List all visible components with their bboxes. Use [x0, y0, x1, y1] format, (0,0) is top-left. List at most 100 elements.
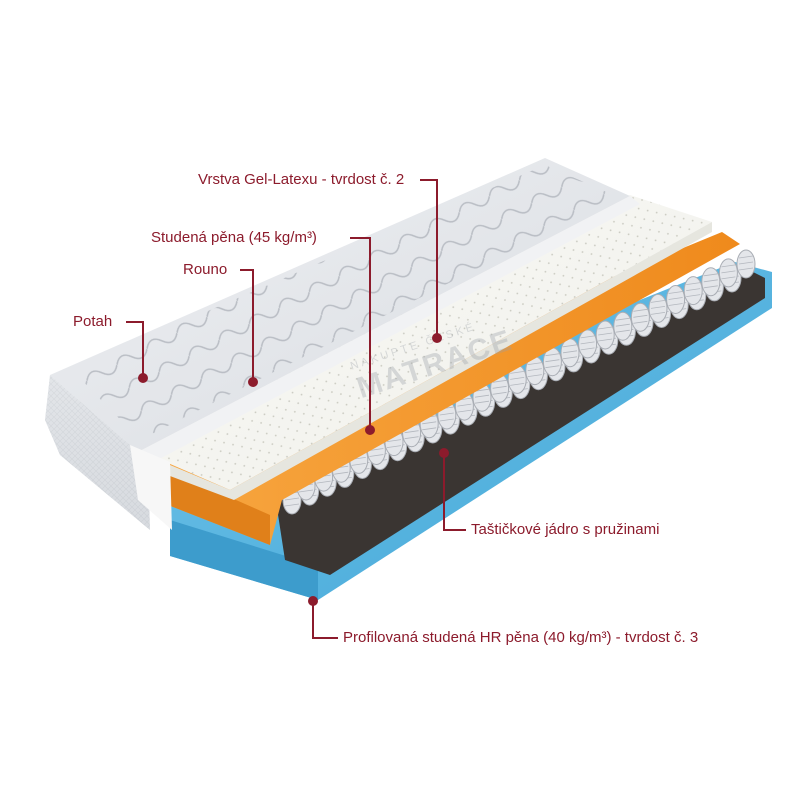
spring-coil [615, 317, 630, 321]
spring-coil [527, 374, 542, 377]
label-fleece: Rouno [183, 261, 228, 278]
spring-coil [457, 409, 472, 413]
spring-coil [510, 371, 525, 374]
spring-coil [615, 329, 630, 333]
spring-coil [598, 332, 613, 336]
cold-foam-front [168, 470, 270, 545]
pocket-springs [282, 249, 756, 515]
spring-coil [703, 279, 718, 283]
pocket-spring [595, 320, 615, 350]
spring-coil [510, 383, 525, 386]
spring-coil [545, 353, 560, 357]
spring-coil [562, 356, 578, 360]
spring-coil [527, 362, 542, 365]
dot-fleece [248, 377, 258, 387]
spring-coil [316, 480, 331, 484]
spring-coil [580, 335, 595, 339]
leader-cold-foam [350, 237, 371, 430]
spring-coil [668, 297, 683, 300]
dot-pocket-core [439, 448, 449, 458]
label-gel-latex: Vrstva Gel-Latexu - tvrdost č. 2 [198, 171, 405, 188]
callout-dots [138, 333, 449, 606]
spring-coil [721, 276, 736, 280]
spring-coil [703, 285, 718, 289]
leader-pocket-core [443, 453, 466, 531]
spring-coil [351, 463, 366, 466]
spring-coil [633, 320, 648, 324]
leader-hr-foam [312, 601, 338, 639]
spring-coil [580, 341, 595, 345]
spring-coil [633, 314, 648, 318]
leader-gel-latex [420, 179, 438, 338]
label-hr-foam: Profilovaná studená HR pěna (40 kg/m³) -… [343, 629, 699, 646]
spring-coil [369, 448, 384, 451]
pocket-spring [578, 329, 598, 359]
pocket-spring [613, 311, 633, 341]
spring-coil [545, 359, 560, 363]
spring-coil [422, 427, 437, 431]
spring-coil [527, 368, 542, 371]
dot-cover [138, 373, 148, 383]
spring-coil [738, 261, 754, 265]
spring-coil [457, 403, 472, 407]
pocket-spring [718, 258, 738, 288]
gel-latex-pores [138, 195, 712, 490]
spring-coil [650, 300, 666, 303]
spring-coil [650, 312, 666, 315]
spring-coil [562, 350, 578, 354]
spring-coil [686, 282, 701, 285]
spring-coil [369, 454, 384, 457]
pocket-spring [701, 267, 721, 297]
pocket-spring [666, 285, 686, 314]
leader-fleece [240, 269, 254, 382]
spring-coil [492, 385, 507, 389]
spring-coil [404, 436, 419, 440]
spring-coil [668, 303, 683, 306]
pocket-spring [683, 276, 703, 306]
spring-coil [386, 445, 402, 448]
hr-foam-front [170, 520, 318, 600]
fleece-band [130, 445, 172, 530]
spring-coil [334, 471, 349, 475]
pocket-core-fabric [275, 268, 765, 575]
spring-coil [668, 291, 683, 294]
spring-coil [492, 391, 507, 395]
spring-coil [439, 412, 454, 416]
spring-coil [686, 288, 701, 291]
spring-coil [439, 418, 454, 422]
pocket-spring [648, 293, 668, 323]
spring-coil [545, 365, 560, 369]
spring-coil [721, 270, 736, 274]
spring-coil [650, 306, 666, 309]
spring-coil [721, 264, 736, 268]
spring-coil [686, 294, 701, 297]
spring-coil [284, 503, 300, 507]
spring-coil [298, 489, 314, 493]
cover-quilting [72, 165, 618, 440]
pocket-spring [630, 302, 650, 332]
spring-coil [474, 394, 490, 398]
spring-coil [474, 388, 490, 392]
spring-coil [492, 379, 507, 383]
label-cover: Potah [73, 313, 113, 330]
dot-cold-foam [365, 425, 375, 435]
callout-lines [126, 179, 466, 639]
spring-coil [703, 273, 718, 277]
cover-border [138, 196, 640, 465]
spring-coil [738, 255, 754, 259]
spring-coil [580, 347, 595, 351]
spring-coil [615, 323, 630, 327]
dot-hr-foam [308, 596, 318, 606]
dot-gel-latex [432, 333, 442, 343]
spring-coil [738, 267, 754, 271]
spring-coil [562, 344, 578, 348]
label-pocket-core: Taštičkové jádro s pružinami [471, 521, 660, 538]
spring-coil [474, 400, 490, 404]
spring-coil [404, 430, 419, 434]
spring-coil [510, 377, 525, 380]
label-cold-foam: Studená pěna (45 kg/m³) [151, 229, 317, 246]
spring-coil [386, 439, 402, 442]
spring-coil [598, 326, 613, 330]
